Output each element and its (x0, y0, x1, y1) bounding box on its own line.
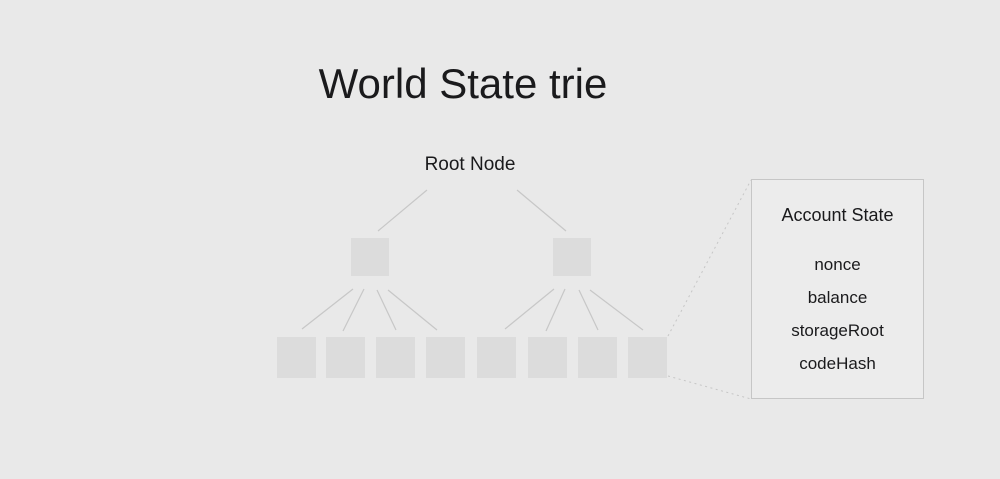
leaf-node (628, 337, 667, 378)
leaf-node (528, 337, 567, 378)
tree-edge (301, 288, 354, 330)
leaf-node (578, 337, 617, 378)
tree-edge (342, 288, 365, 332)
leaf-node (426, 337, 465, 378)
branch-node (553, 238, 591, 276)
root-node-label: Root Node (424, 154, 516, 175)
callout-line (667, 179, 752, 337)
leaf-node (326, 337, 365, 378)
account-field: nonce (814, 255, 861, 274)
account-state-fields: nonce balance storageRoot codeHash (752, 248, 923, 380)
tree-edge (516, 189, 567, 232)
leaf-node (277, 337, 316, 378)
leaf-node (376, 337, 415, 378)
tree-edge (387, 289, 438, 331)
root-edges (377, 189, 567, 232)
tree-edge (376, 289, 397, 331)
account-field: codeHash (799, 354, 876, 373)
tree-edge (589, 289, 644, 331)
tree-edge (377, 189, 428, 232)
callout-line (667, 375, 752, 400)
tree-edge (578, 289, 599, 331)
branch-node (351, 238, 389, 276)
tree-edge (545, 288, 566, 332)
leaf-node (477, 337, 516, 378)
account-field: balance (807, 288, 868, 307)
account-state-panel: Account State nonce balance storageRoot … (751, 179, 924, 399)
branch-edges (301, 288, 644, 332)
callout-dotted-lines (667, 179, 752, 400)
tree-edge (504, 288, 555, 330)
page-title: World State trie (318, 60, 608, 107)
account-field: storageRoot (791, 321, 884, 340)
account-state-title: Account State (781, 205, 894, 225)
